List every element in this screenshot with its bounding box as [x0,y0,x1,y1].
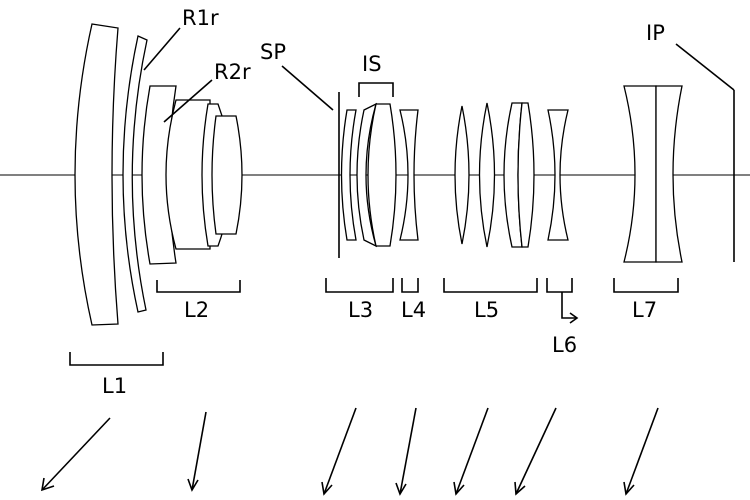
bracket-l5 [443,278,538,293]
is-bracket [358,82,394,97]
label-l7: L7 [632,298,657,322]
lens-l3-element-1 [340,109,357,241]
bottom-arrow-4 [399,407,417,495]
bracket-l6 [546,278,573,293]
l6-move-arrowhead [569,312,579,324]
bottom-arrow-5 [455,407,489,495]
bottom-arrows [40,407,659,496]
bottom-arrow-1-head [40,477,55,492]
bottom-arrow-6 [515,407,557,495]
bottom-arrow-6-head [514,481,526,496]
lens-group-l5 [454,102,535,248]
sp-leader [281,65,334,111]
lens-l1-element-1 [74,23,119,326]
bottom-arrow-3 [323,407,357,495]
label-l1: L1 [102,374,127,398]
bottom-arrow-2 [191,411,207,491]
bracket-l2 [156,280,241,293]
label-l6: L6 [552,333,577,357]
bracket-l4 [401,278,419,293]
lens-group-l1 [74,23,148,326]
lens-l7-element-1 [623,85,657,263]
label-r1r: R1r [182,6,219,30]
lens-l3-element-3 [367,103,397,247]
lens-group-l2 [141,85,243,265]
lens-l7-element-2 [655,85,683,263]
lens-l6-element [547,109,569,241]
bottom-arrow-2-head [187,478,199,492]
bottom-arrow-7-head [623,481,635,496]
bottom-arrow-4-head [395,482,407,496]
r2r-leader [163,79,213,123]
label-is: IS [362,52,382,76]
lens-l5-element-2 [478,102,496,248]
lens-l5-element-1 [454,105,470,245]
lens-l1-element-2 [122,35,148,313]
label-l2: L2 [184,298,209,322]
bottom-arrow-1 [41,417,111,491]
bracket-l7 [613,278,679,293]
bracket-l3 [325,278,394,293]
label-l4: L4 [401,298,426,322]
bottom-arrow-7 [625,407,659,495]
label-l3: L3 [348,298,373,322]
lens-l2-element-4 [211,115,243,235]
lens-l4-element [399,109,419,241]
lens-group-l3 [340,102,397,248]
label-l5: L5 [474,298,499,322]
bottom-arrow-5-head [453,481,465,496]
label-ip: IP [646,21,665,45]
lens-l2-element-2 [165,99,211,250]
label-sp: SP [260,40,286,64]
label-r2r: R2r [214,60,251,84]
lens-l5-element-4 [517,102,535,248]
bottom-arrow-3-head [321,481,333,496]
lens-group-l7 [623,85,683,263]
bracket-l1 [69,352,164,366]
ip-leader [675,43,735,91]
l6-move-line [561,292,576,319]
r1r-leader [143,27,181,71]
